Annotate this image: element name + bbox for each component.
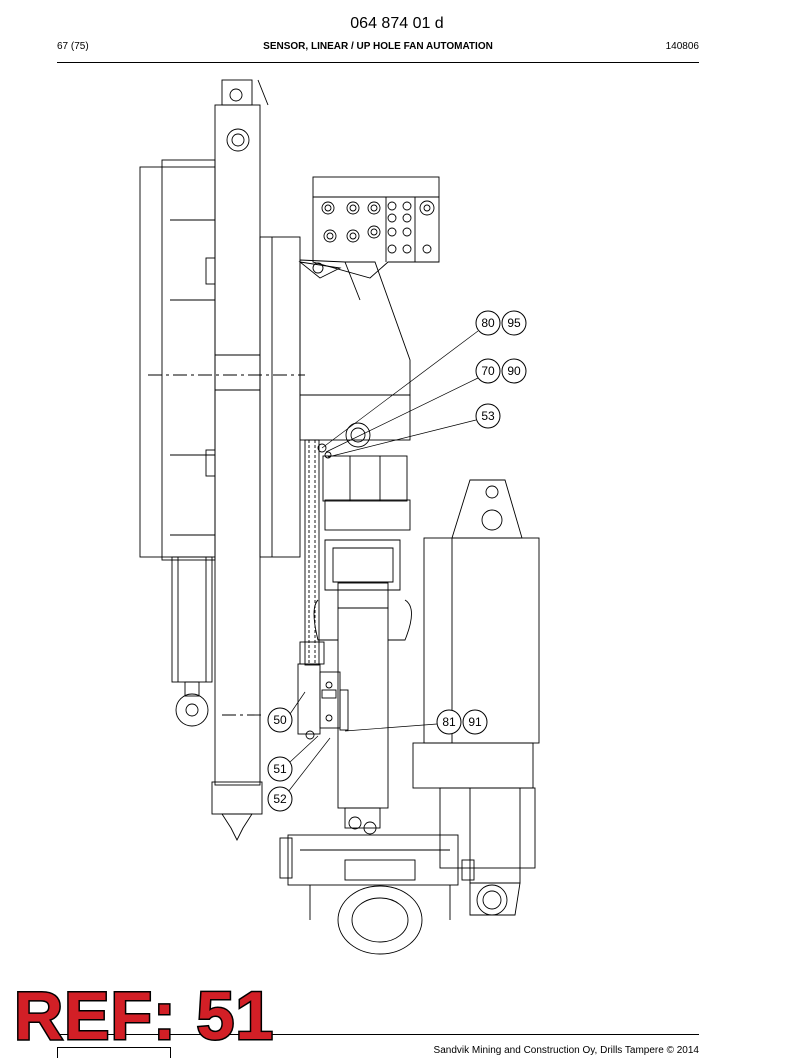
document-number: 064 874 01 d [350, 15, 444, 32]
callout-bubbles [267, 310, 527, 812]
upper-bracket [312, 176, 440, 279]
page-header: 67 (75) SENSOR, LINEAR / UP HOLE FAN AUT… [57, 41, 699, 55]
callout-91: 91 [468, 715, 482, 729]
linear-sensor [297, 439, 349, 740]
copyright-text: Sandvik Mining and Construction Oy, Dril… [433, 1045, 699, 1056]
callout-53: 53 [481, 409, 495, 423]
callout-50: 50 [273, 713, 287, 727]
page-title: SENSOR, LINEAR / UP HOLE FAN AUTOMATION [263, 41, 493, 52]
base-frame [279, 834, 459, 955]
callout-90: 90 [507, 364, 521, 378]
page-number: 67 (75) [57, 41, 89, 52]
header-rule [57, 62, 699, 63]
fan-housing [139, 159, 301, 727]
callout-51: 51 [273, 762, 287, 776]
callout-70: 70 [481, 364, 495, 378]
callout-95: 95 [507, 316, 521, 330]
callout-81: 81 [442, 715, 456, 729]
reference-stamp: REF: 51 [12, 978, 275, 1054]
callout-labels: 80 95 70 90 53 50 81 91 51 52 [273, 316, 521, 806]
footer-rule [57, 1034, 699, 1035]
callout-52: 52 [273, 792, 287, 806]
right-arm [412, 479, 540, 916]
cradle-body [298, 259, 412, 835]
callout-80: 80 [481, 316, 495, 330]
leader-lines [287, 330, 479, 793]
date-code: 140806 [665, 41, 699, 52]
